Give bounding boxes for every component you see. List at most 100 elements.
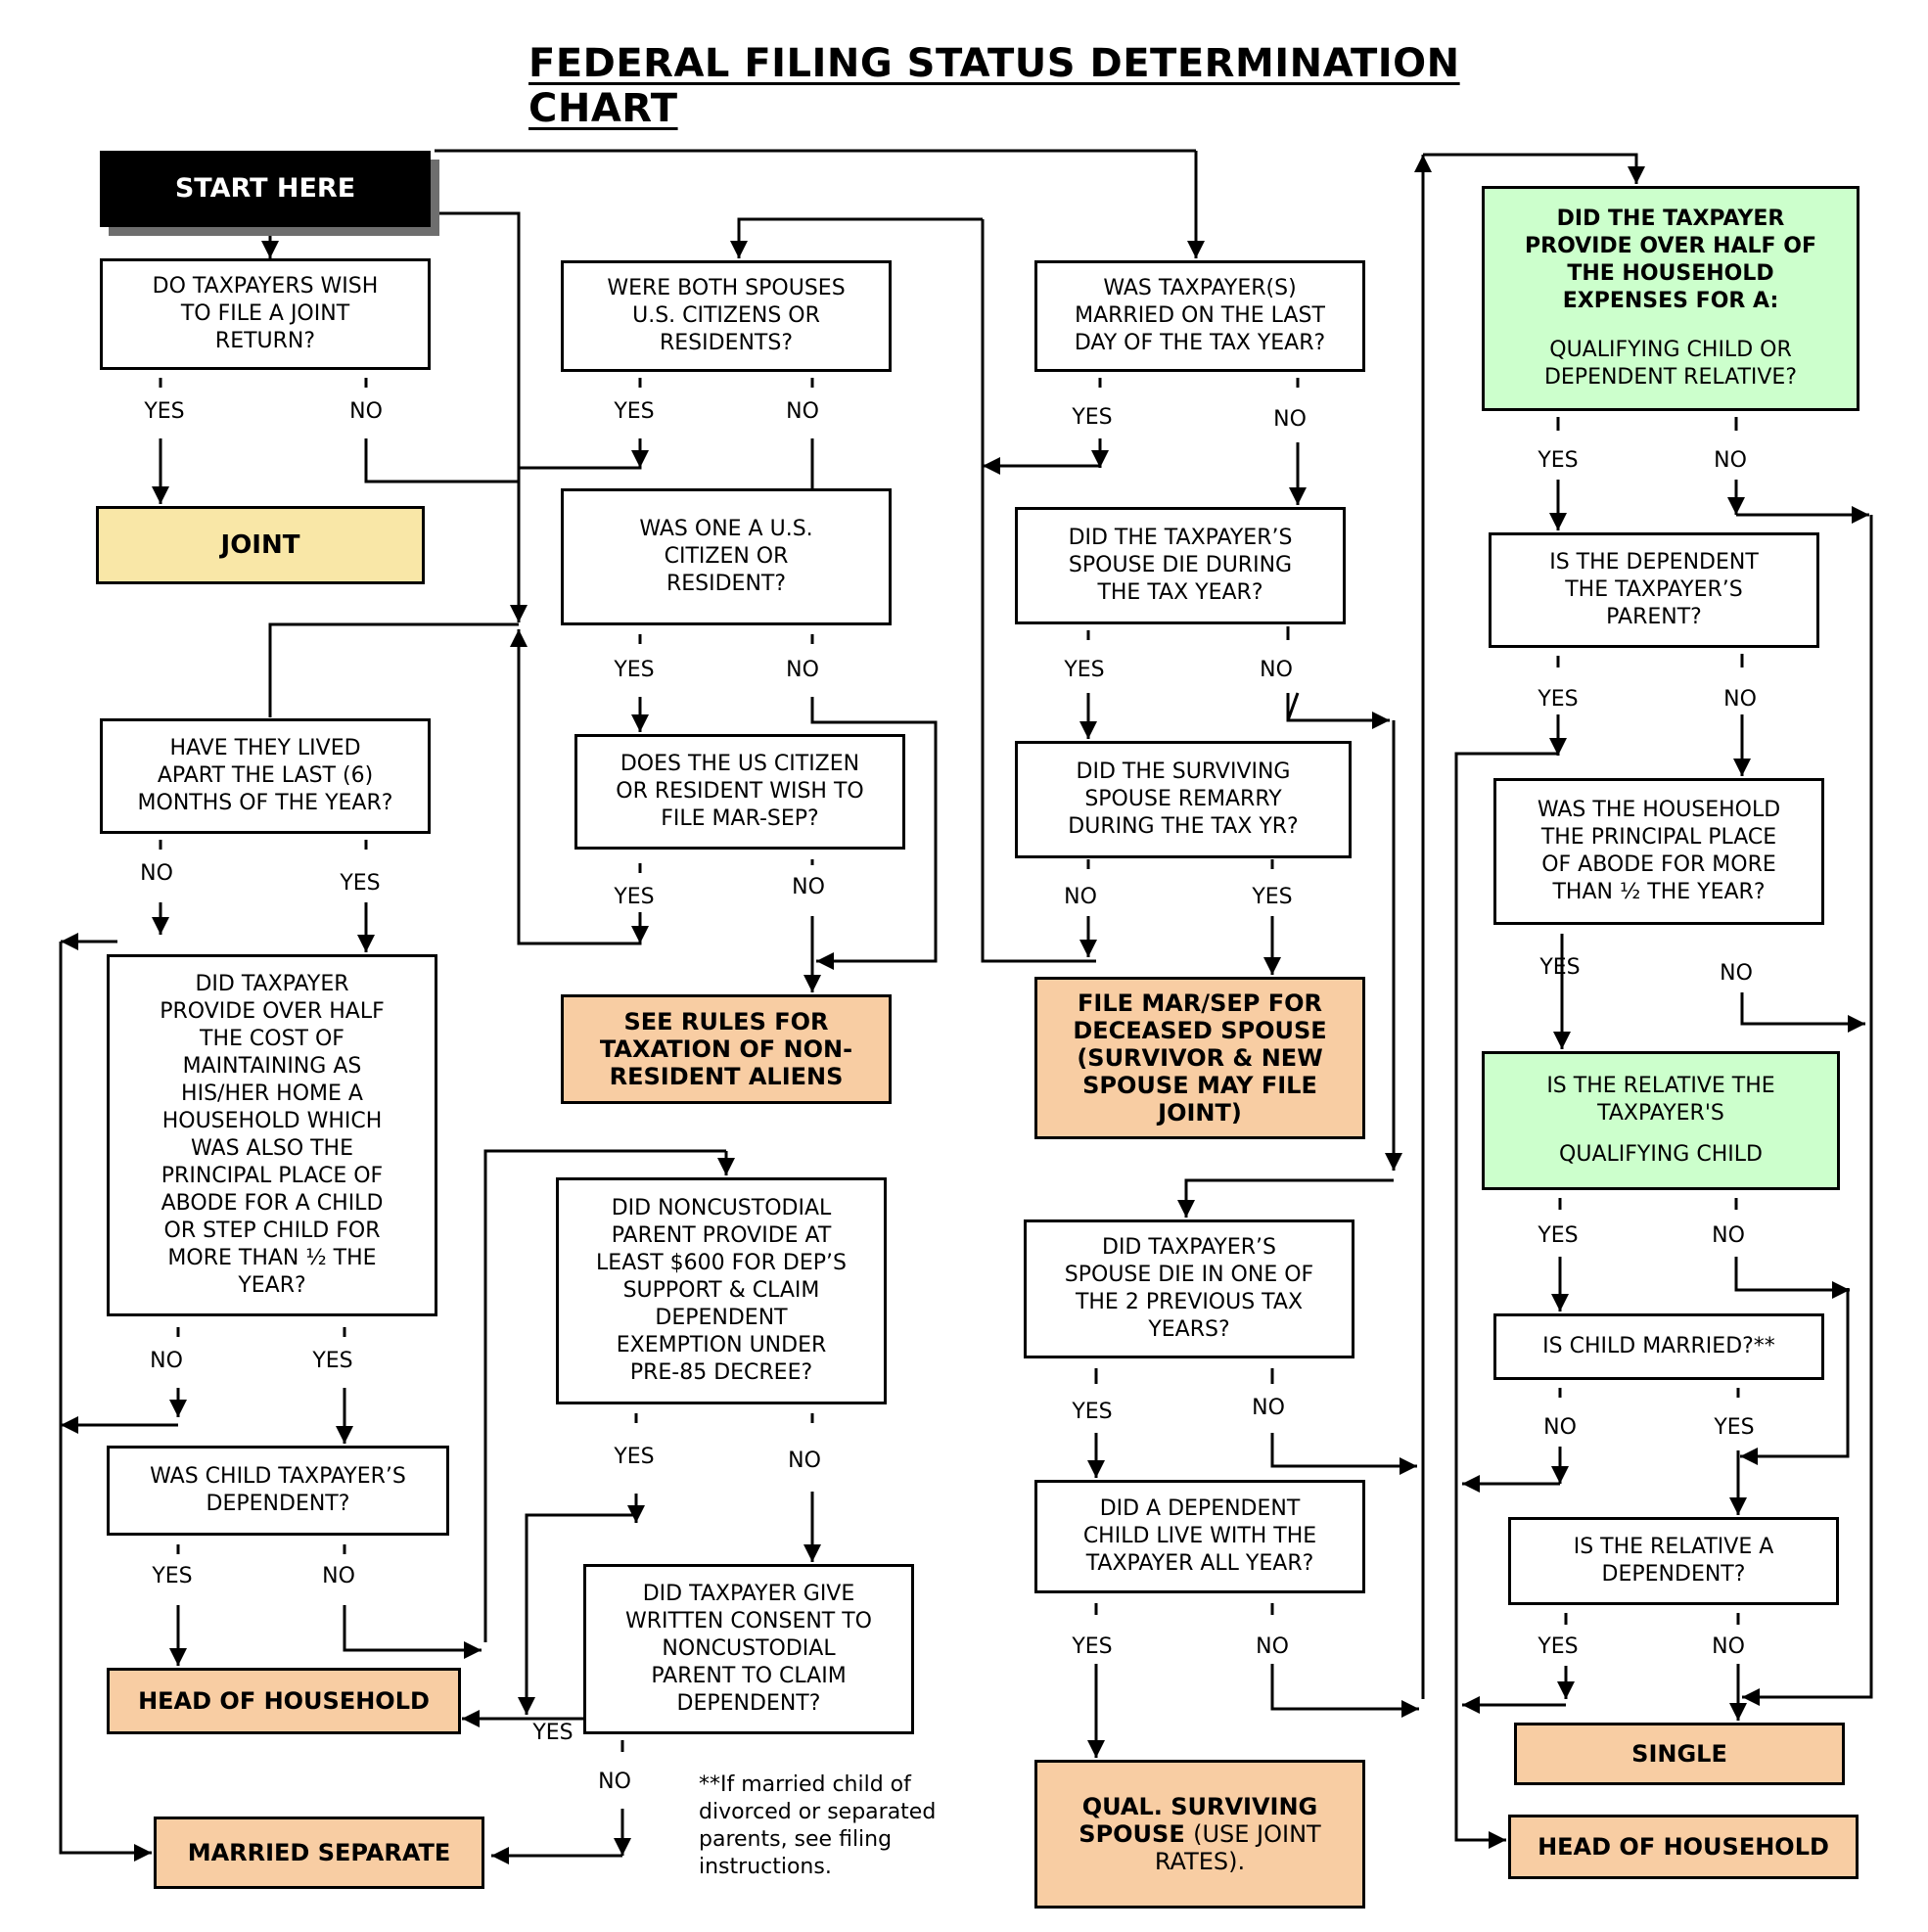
node-line: CHILD LIVE WITH THE xyxy=(1082,1524,1317,1548)
label-yes: YES xyxy=(1252,885,1293,909)
node-line: HIS/HER HOME A xyxy=(181,1081,363,1106)
arrowhead xyxy=(1091,450,1109,468)
arrowhead xyxy=(1400,1457,1417,1475)
node-line: PRINCIPAL PLACE OF xyxy=(161,1164,384,1188)
label-no: NO xyxy=(1256,1634,1289,1659)
label-yes: YES xyxy=(1538,1223,1579,1248)
label-no: NO xyxy=(349,399,383,424)
arrowhead xyxy=(518,1697,535,1715)
node-line: THE TAX YEAR? xyxy=(1097,580,1263,605)
arrowhead xyxy=(1549,513,1567,530)
arrowhead xyxy=(1187,241,1205,258)
arrowhead xyxy=(1729,1703,1747,1721)
arrowhead xyxy=(803,1544,821,1562)
arrowhead xyxy=(1557,1681,1575,1699)
node-line: RESIDENT ALIENS xyxy=(609,1063,844,1090)
result-marsep-deceased-spouse: FILE MAR/SEP FOR DECEASED SPOUSE (SURVIV… xyxy=(1034,977,1365,1139)
footnote-line: instructions. xyxy=(699,1855,832,1879)
arrowhead xyxy=(1553,1032,1571,1049)
node-line: DEPENDENT RELATIVE? xyxy=(1543,365,1798,390)
question-provide-half-cost: DID TAXPAYER PROVIDE OVER HALF THE COST … xyxy=(107,954,437,1316)
node-line: SPOUSE (USE JOINT xyxy=(1079,1820,1320,1848)
node-line: LEAST $600 FOR DEP’S xyxy=(596,1251,847,1275)
node-line: THAN ½ THE YEAR? xyxy=(1552,880,1766,904)
arrowhead xyxy=(1087,1740,1105,1758)
node-line: PARENT? xyxy=(1606,605,1702,629)
arrowhead xyxy=(1087,1460,1105,1478)
node-line: DEPENDENT? xyxy=(676,1691,821,1716)
label-no: NO xyxy=(1720,961,1753,986)
node-line: OR STEP CHILD FOR xyxy=(163,1219,381,1243)
connector-line xyxy=(1184,1178,1394,1218)
label-no: NO xyxy=(1712,1223,1745,1248)
arrowhead xyxy=(730,241,748,258)
node-line: PARENT PROVIDE AT xyxy=(611,1223,832,1248)
arrowhead xyxy=(464,1641,482,1659)
node-line: JOINT xyxy=(220,530,300,560)
node-line: SPOUSE DIE IN ONE OF xyxy=(1064,1263,1314,1287)
node-line: DO TAXPAYERS WISH xyxy=(152,274,379,299)
result-single: SINGLE xyxy=(1514,1723,1845,1785)
footnote-line: divorced or separated xyxy=(699,1800,937,1824)
question-household-expenses: DID THE TAXPAYER PROVIDE OVER HALF OF TH… xyxy=(1482,186,1859,411)
label-yes: YES xyxy=(144,399,185,424)
node-line: RETURN? xyxy=(214,329,316,353)
label-yes: YES xyxy=(1714,1415,1755,1440)
arrowhead xyxy=(510,629,528,647)
label-yes: YES xyxy=(614,399,655,424)
arrowhead xyxy=(357,935,375,952)
arrowhead xyxy=(1729,1497,1747,1515)
node-line: OR RESIDENT WISH TO xyxy=(616,779,864,804)
arrowhead xyxy=(1462,1475,1480,1493)
node-line-normal: (USE JOINT xyxy=(1193,1820,1321,1848)
node-line: PROVIDE OVER HALF OF xyxy=(1525,234,1816,258)
result-non-resident-aliens: SEE RULES FOR TAXATION OF NON- RESIDENT … xyxy=(561,994,892,1104)
label-no: NO xyxy=(1273,407,1307,432)
footnote: **If married child of divorced or separa… xyxy=(699,1771,992,1881)
label-no: NO xyxy=(1712,1634,1745,1659)
label-yes: YES xyxy=(340,871,381,896)
arrowhead xyxy=(336,1426,353,1444)
label-yes: YES xyxy=(1539,955,1581,980)
connector-line xyxy=(525,1513,636,1715)
question-child-married: IS CHILD MARRIED?** xyxy=(1493,1313,1824,1380)
connector-line xyxy=(810,697,938,963)
label-no: NO xyxy=(1723,687,1757,712)
arrowhead xyxy=(631,926,649,943)
arrowhead xyxy=(1852,506,1869,524)
question-surviving-spouse-remarry: DID THE SURVIVING SPOUSE REMARRY DURING … xyxy=(1015,741,1352,858)
arrowhead xyxy=(1079,940,1097,957)
node-line: MORE THAN ½ THE xyxy=(167,1246,377,1270)
question-dependent-parent: IS THE DEPENDENT THE TAXPAYER’S PARENT? xyxy=(1489,532,1819,648)
label-no: NO xyxy=(1252,1396,1285,1420)
label-no: NO xyxy=(598,1770,631,1794)
node-line: WAS ONE A U.S. xyxy=(639,517,813,541)
arrowhead xyxy=(61,1416,78,1434)
label-no: NO xyxy=(1714,448,1747,473)
label-no: NO xyxy=(1260,658,1293,682)
label-no: NO xyxy=(792,875,825,899)
arrowhead xyxy=(462,1710,480,1727)
node-line: DID THE TAXPAYER xyxy=(1556,207,1785,231)
connector-line xyxy=(737,217,983,258)
node-line: EXEMPTION UNDER xyxy=(616,1333,827,1357)
node-line: TAXPAYER'S xyxy=(1597,1101,1724,1126)
node-line-bold: SPOUSE xyxy=(1079,1820,1185,1848)
connector-line xyxy=(1742,515,1873,1699)
arrowhead xyxy=(631,714,649,732)
arrowhead xyxy=(1848,1015,1865,1033)
node-line: THE COST OF xyxy=(200,1027,344,1051)
node-line: FILE MAR-SEP? xyxy=(661,806,819,831)
arrowhead xyxy=(631,450,649,468)
node-line: HEAD OF HOUSEHOLD xyxy=(138,1687,430,1715)
arrowhead xyxy=(491,1847,509,1864)
label-yes: YES xyxy=(1064,658,1105,682)
node-line: DID TAXPAYER’S xyxy=(1102,1235,1276,1260)
node-line: MAINTAINING AS xyxy=(182,1054,362,1079)
footnote-line: **If married child of xyxy=(699,1772,911,1797)
node-line: HOUSEHOLD WHICH xyxy=(161,1109,383,1133)
connector-line xyxy=(1286,692,1300,721)
arrowhead xyxy=(152,486,169,504)
label-yes: YES xyxy=(1538,687,1579,712)
